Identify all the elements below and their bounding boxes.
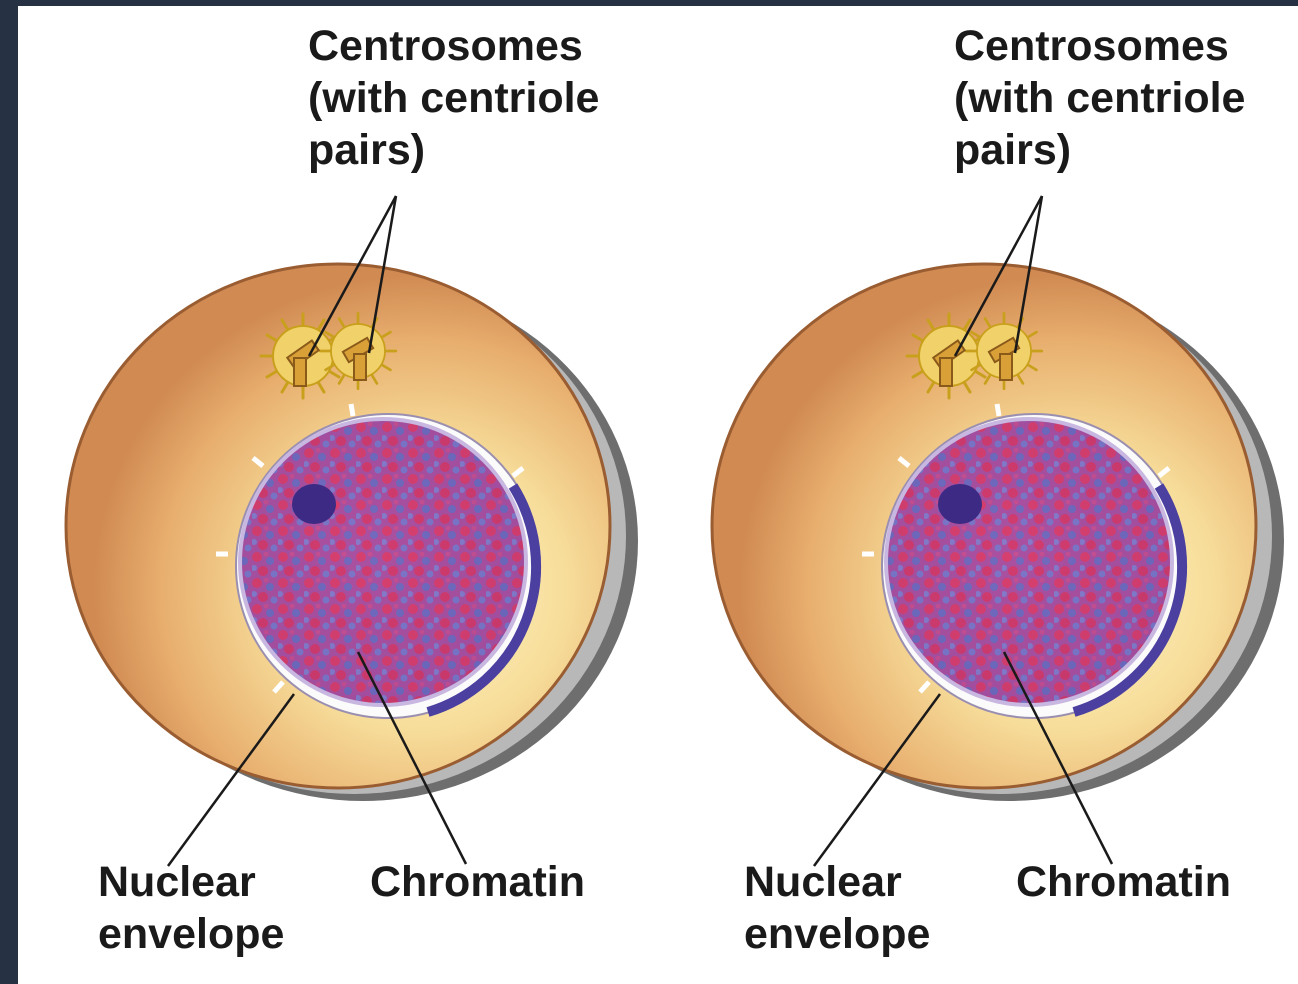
centrosomes-label-line3: pairs) <box>308 124 599 176</box>
centrosomes-label: Centrosomes (with centriole pairs) <box>954 20 1245 176</box>
nuclear-envelope-label-line1: Nuclear <box>98 856 284 908</box>
cell-panel-right: Centrosomes (with centriole pairs) Nucle… <box>664 6 1298 984</box>
nuclear-envelope-label-line2: envelope <box>744 908 930 960</box>
centrosomes-label-line1: Centrosomes <box>308 20 599 72</box>
nuclear-envelope-label: Nuclear envelope <box>744 856 930 960</box>
chromatin-label: Chromatin <box>370 856 585 908</box>
centrosomes-label-line2: (with centriole <box>308 72 599 124</box>
nuclear-envelope-label-line1: Nuclear <box>744 856 930 908</box>
centrosomes-label-line3: pairs) <box>954 124 1245 176</box>
diagram-frame: Centrosomes (with centriole pairs) Nucle… <box>18 6 1298 984</box>
cell-panel-left: Centrosomes (with centriole pairs) Nucle… <box>18 6 664 984</box>
centrosomes-label-line2: (with centriole <box>954 72 1245 124</box>
centrosomes-label: Centrosomes (with centriole pairs) <box>308 20 599 176</box>
nuclear-envelope-label: Nuclear envelope <box>98 856 284 960</box>
chromatin-label: Chromatin <box>1016 856 1231 908</box>
nuclear-envelope-label-line2: envelope <box>98 908 284 960</box>
centrosomes-label-line1: Centrosomes <box>954 20 1245 72</box>
